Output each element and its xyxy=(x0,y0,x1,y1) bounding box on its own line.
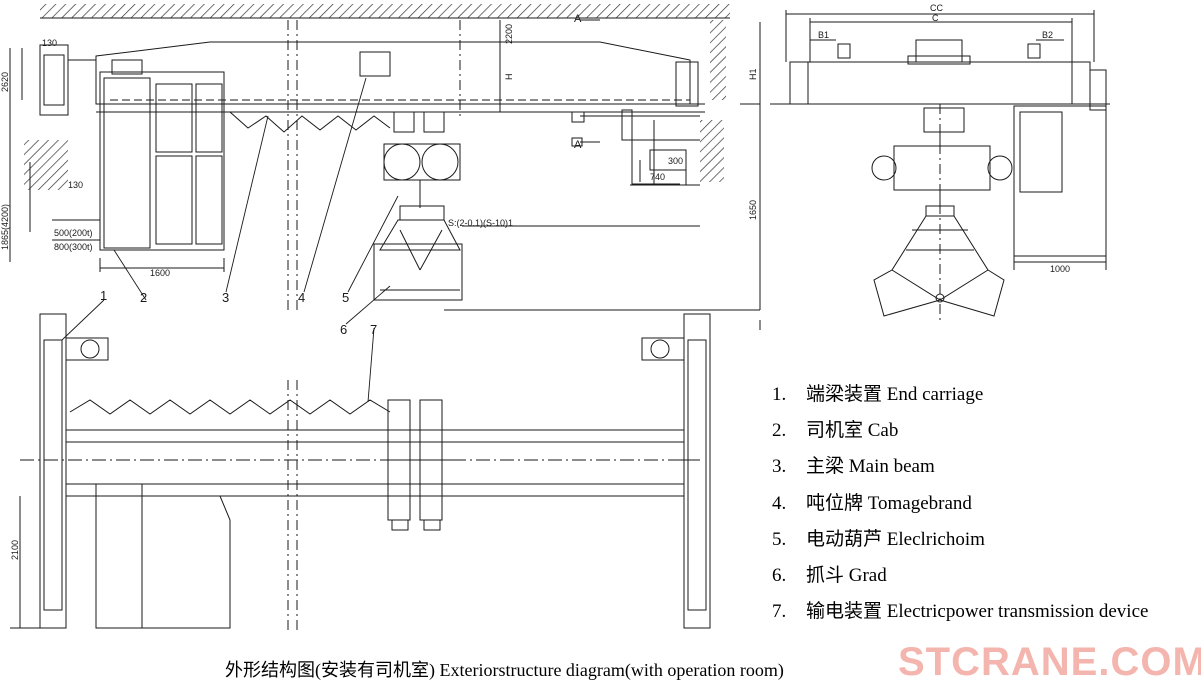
legend-label: 司机室 Cab xyxy=(806,420,899,442)
legend-item: 1. 端梁装置 End carriage xyxy=(772,377,1148,413)
side-view xyxy=(770,10,1110,320)
dim-300: 300 xyxy=(668,156,683,166)
legend-number: 6. xyxy=(772,565,787,587)
dim-h1: H1 xyxy=(748,68,758,80)
dim-b1: B1 xyxy=(818,30,829,40)
plan-view xyxy=(10,313,761,630)
dim-a-mid: A xyxy=(574,139,582,151)
dim-1650: 1650 xyxy=(748,200,758,220)
parts-legend: 1. 端梁装置 End carriage 2. 司机室 Cab 3. 主梁 Main … xyxy=(772,377,1148,630)
dim-130-top: 130 xyxy=(42,38,57,48)
legend-item: 6. 抓斗 Grad xyxy=(772,558,1148,594)
dim-2100: 2100 xyxy=(10,540,20,560)
plan-power-zigzag xyxy=(69,399,391,415)
front-elevation-view xyxy=(9,4,761,311)
legend-number: 7. xyxy=(772,601,787,623)
grab-bucket xyxy=(373,205,463,301)
legend-number: 4. xyxy=(772,492,787,514)
plan-trolley xyxy=(380,399,452,531)
side-cab xyxy=(1013,105,1107,257)
callout-7: 7 xyxy=(370,322,377,337)
side-end-carriage xyxy=(789,61,1091,105)
ceiling-hatch xyxy=(40,4,730,18)
legend-number: 3. xyxy=(772,456,787,478)
dim-cc: CC xyxy=(930,3,943,13)
legend-label: 抓斗 Grad xyxy=(806,565,887,587)
electric-hoist xyxy=(383,111,461,208)
cab-body xyxy=(99,71,225,251)
dim-1000: 1000 xyxy=(1050,264,1070,274)
legend-item: 5. 电动葫芦 Eleclrichoim xyxy=(772,522,1148,558)
dim-800: 800(300t) xyxy=(54,242,93,252)
dim-1600: 1600 xyxy=(150,268,170,278)
plan-cab xyxy=(95,483,143,629)
plan-main-girder xyxy=(65,429,685,497)
callout-3: 3 xyxy=(222,290,229,305)
dim-130-mid: 130 xyxy=(68,180,83,190)
dim-2620: 2620 xyxy=(0,72,10,92)
callout-1: 1 xyxy=(100,288,107,303)
callout-2: 2 xyxy=(140,290,147,305)
dim-b2: B2 xyxy=(1042,30,1053,40)
dim-1865: 1865(4200) xyxy=(0,204,10,250)
dim-2200: 2200 xyxy=(504,24,514,44)
front-dimension-labels: 130 2620 130 1865(4200) 500(200t) 800(30… xyxy=(0,13,758,278)
right-wall-hatch xyxy=(700,120,724,182)
legend-label: 端梁装置 End carriage xyxy=(806,384,984,405)
dim-s: S:(2-0.1)(S-10)1 xyxy=(448,218,513,228)
legend-number: 2. xyxy=(772,420,787,442)
callout-4: 4 xyxy=(298,290,305,305)
dim-c: C xyxy=(932,13,939,23)
legend-label: 电动葫芦 Eleclrichoim xyxy=(806,528,985,550)
left-wall-hatch xyxy=(24,140,68,190)
power-line-zigzag xyxy=(229,111,391,133)
tonnage-plate xyxy=(359,51,391,77)
legend-item: 2. 司机室 Cab xyxy=(772,413,1148,449)
diagram-caption: 外形结构图(安装有司机室) Exteriorstructure diagram(… xyxy=(225,660,784,680)
end-carriage-left xyxy=(39,44,69,116)
side-dimension-labels: CC C B1 B2 1000 xyxy=(818,3,1070,274)
legend-label: 输电装置 Electricpower transmission device xyxy=(806,601,1149,623)
side-grab xyxy=(873,205,1005,317)
dim-a-top: A xyxy=(574,13,582,25)
dim-740: 740 xyxy=(650,172,665,182)
legend-number: 1. xyxy=(772,384,787,405)
callout-leaders xyxy=(61,77,399,403)
plan-dimension-labels: 2100 xyxy=(10,540,20,560)
callout-numbers: 1 2 3 4 5 6 7 xyxy=(100,288,377,337)
dim-500: 500(200t) xyxy=(54,228,93,238)
legend-label: 主梁 Main beam xyxy=(806,456,935,478)
legend-item: 7. 输电装置 Electricpower transmission device xyxy=(772,594,1148,630)
legend-item: 4. 吨位牌 Tomagebrand xyxy=(772,486,1148,522)
callout-6: 6 xyxy=(340,322,347,337)
dim-h: H xyxy=(504,74,514,81)
legend-label: 吨位牌 Tomagebrand xyxy=(806,492,972,514)
main-beam-outline xyxy=(95,41,691,105)
legend-number: 5. xyxy=(772,528,787,550)
side-hoist xyxy=(871,107,1013,206)
legend-item: 3. 主梁 Main beam xyxy=(772,449,1148,485)
site-watermark: STCRANE.COM xyxy=(898,640,1201,684)
callout-5: 5 xyxy=(342,290,349,305)
